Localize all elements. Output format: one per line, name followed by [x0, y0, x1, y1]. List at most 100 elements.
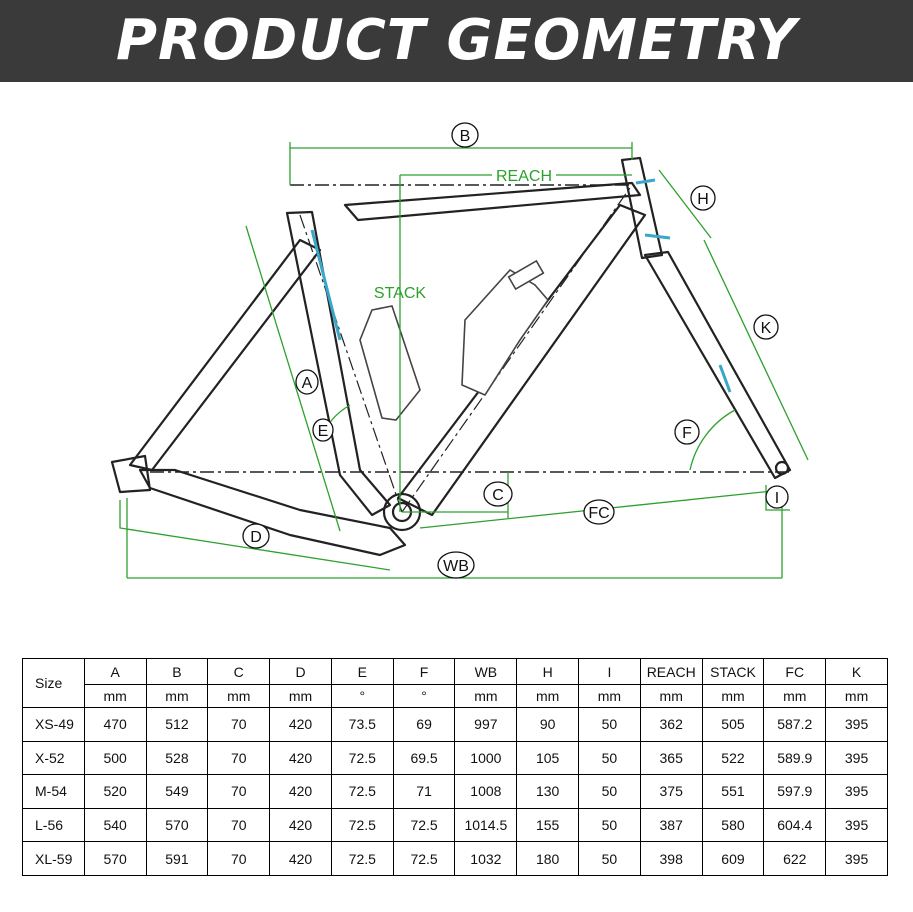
table-units-row: mm mm mm mm ° ° mm mm mm mm mm mm mm	[23, 684, 888, 708]
unit-cell: mm	[516, 684, 580, 708]
geometry-table: Size A B C D E F WB H I REACH STACK FC K…	[22, 657, 888, 876]
value-cell: 70	[207, 807, 271, 843]
unit-cell: mm	[207, 684, 271, 708]
value-cell: 90	[516, 706, 580, 742]
column-header: E	[330, 657, 394, 686]
front-axle	[774, 460, 790, 476]
column-header: STACK	[701, 657, 765, 686]
dim-line-k	[703, 239, 809, 461]
size-header: Size	[22, 658, 85, 708]
frame-outline	[110, 156, 792, 557]
accent-highlights	[310, 178, 732, 393]
unit-cell: mm	[763, 684, 827, 708]
value-cell: 420	[269, 740, 332, 776]
chain-stay	[138, 468, 407, 557]
value-cell: 70	[207, 740, 271, 776]
value-cell: 500	[83, 740, 147, 776]
value-cell: 72.5	[392, 841, 456, 876]
title-banner: PRODUCT GEOMETRY	[0, 0, 913, 82]
value-cell: 520	[83, 774, 147, 809]
value-cell: 73.5	[330, 706, 394, 742]
unit-cell: mm	[145, 684, 209, 708]
unit-cell: mm	[454, 684, 518, 708]
label-circle-f	[674, 419, 700, 445]
water-bottle-2	[461, 268, 550, 397]
value-cell: 398	[639, 841, 703, 876]
water-bottle-1	[359, 305, 421, 421]
unit-cell: mm	[701, 684, 765, 708]
value-cell: 591	[145, 841, 209, 876]
label-circle-a	[295, 369, 319, 395]
value-cell: 395	[825, 807, 888, 843]
label-k: K	[761, 320, 772, 337]
value-cell: 105	[516, 740, 580, 776]
value-cell: 50	[578, 774, 641, 809]
value-cell: 540	[83, 807, 147, 843]
value-cell: 387	[639, 807, 703, 843]
value-cell: 1032	[454, 841, 518, 876]
label-fc: FC	[588, 505, 609, 522]
value-cell: 395	[825, 740, 888, 776]
column-header: K	[825, 657, 888, 686]
unit-cell: mm	[825, 684, 888, 708]
label-stack: STACK	[374, 285, 426, 302]
value-cell: 69.5	[392, 740, 456, 776]
size-cell: XS-49	[22, 706, 85, 742]
value-cell: 50	[578, 740, 641, 776]
seat-stay	[128, 238, 322, 472]
value-cell: 420	[269, 841, 332, 876]
value-cell: 180	[516, 841, 580, 876]
label-a: A	[302, 375, 313, 392]
size-cell: XL-59	[22, 841, 85, 876]
value-cell: 1000	[454, 740, 518, 776]
value-cell: 155	[516, 807, 580, 843]
label-f: F	[682, 425, 692, 442]
column-header: FC	[763, 657, 827, 686]
value-cell: 420	[269, 706, 332, 742]
value-cell: 420	[269, 774, 332, 809]
value-cell: 72.5	[392, 807, 456, 843]
value-cell: 70	[207, 706, 271, 742]
down-tube	[396, 203, 647, 517]
value-cell: 1008	[454, 774, 518, 809]
label-circle-b	[451, 122, 479, 148]
value-cell: 70	[207, 774, 271, 809]
frame-geometry-diagram: B A E H K F C FC D WB I REACH STACK	[110, 122, 809, 579]
water-bottles	[359, 259, 550, 421]
label-circle-wb	[437, 551, 475, 579]
label-h: H	[697, 191, 709, 208]
label-b: B	[460, 128, 471, 145]
unit-cell: mm	[578, 684, 641, 708]
value-cell: 395	[825, 841, 888, 876]
table-header-row: Size A B C D E F WB H I REACH STACK FC K	[22, 657, 888, 708]
label-wb: WB	[443, 558, 469, 575]
head-tube	[620, 156, 664, 260]
unit-cell: °	[330, 684, 394, 708]
column-header: A	[83, 657, 147, 686]
value-cell: 549	[145, 774, 209, 809]
label-circle-i	[765, 485, 789, 509]
column-header: D	[269, 657, 332, 686]
dim-line-d	[119, 500, 391, 571]
unit-cell: mm	[639, 684, 703, 708]
value-cell: 580	[701, 807, 765, 843]
value-cell: 1014.5	[454, 807, 518, 843]
unit-cell: mm	[269, 684, 332, 708]
value-cell: 512	[145, 706, 209, 742]
value-cell: 365	[639, 740, 703, 776]
value-cell: 609	[701, 841, 765, 876]
label-circle-fc	[583, 499, 615, 525]
fork	[643, 250, 792, 480]
label-reach: REACH	[496, 168, 552, 185]
value-cell: 522	[701, 740, 765, 776]
dim-line-a	[245, 225, 341, 532]
value-cell: 50	[578, 841, 641, 876]
value-cell: 72.5	[330, 774, 394, 809]
label-e: E	[318, 423, 329, 440]
label-d: D	[250, 529, 262, 546]
